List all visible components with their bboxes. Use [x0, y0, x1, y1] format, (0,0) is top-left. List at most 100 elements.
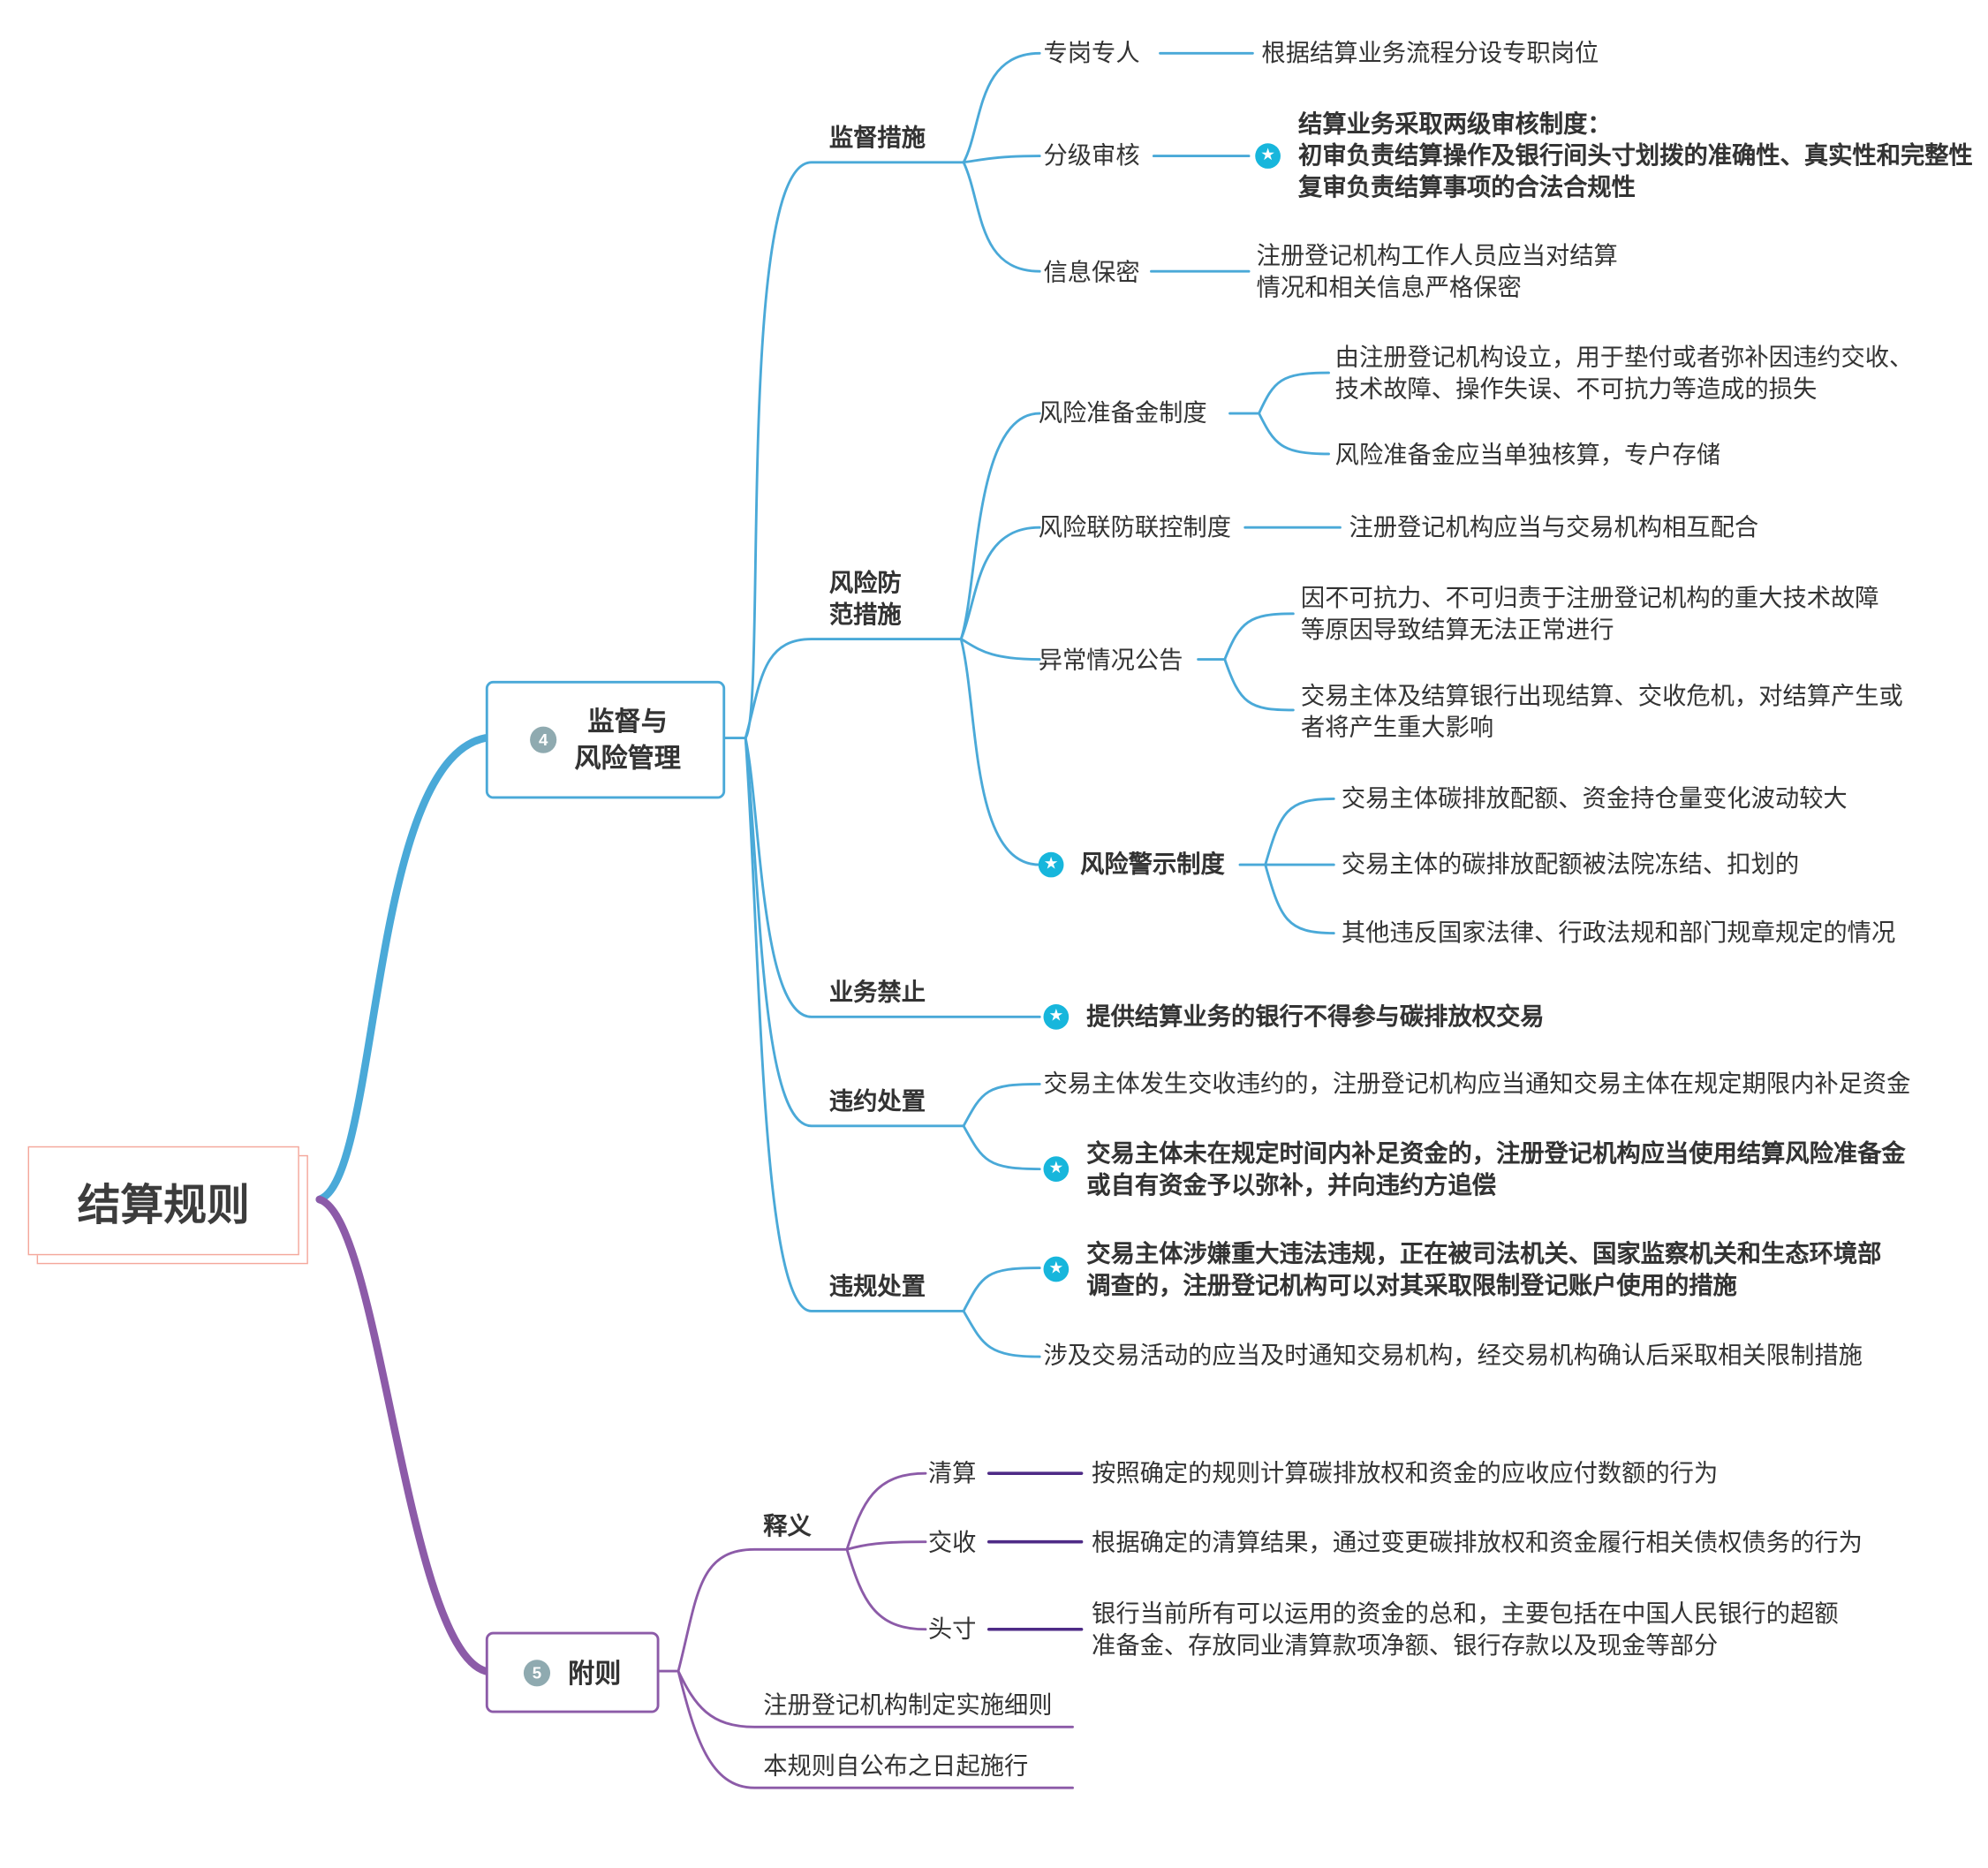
connector-default-item2	[962, 1124, 1041, 1171]
position-detail-line1: 银行当前所有可以运用的资金的总和，主要包括在中国人民银行的超额	[1092, 1601, 1839, 1629]
connector-reserve-item1	[1258, 371, 1330, 415]
abnormal-label[interactable]: 异常情况公告	[1038, 647, 1183, 675]
section5-node[interactable]: 5 附则	[485, 1631, 660, 1713]
abnormal-item2[interactable]: 交易主体及结算银行出现结算、交收危机，对结算产生或 者将产生重大影响	[1301, 681, 1903, 745]
connector-abnormal	[959, 638, 1041, 661]
root-to-section4-connector	[315, 734, 490, 1204]
default-item2-line2: 或自有资金予以弥补，并向违约方追偿	[1086, 1172, 1497, 1200]
connector-clearing	[845, 1471, 927, 1551]
star-icon: ★	[1255, 143, 1281, 169]
root-title: 结算规则	[77, 1181, 250, 1229]
star-icon: ★	[1043, 1256, 1070, 1282]
abnormal-item1-line2: 等原因导致结算无法正常进行	[1300, 617, 1614, 645]
section4-title-line1: 监督与	[587, 707, 668, 737]
abnormal-item2-line2: 者将产生重大影响	[1300, 715, 1494, 742]
connector-default-item1	[962, 1083, 1041, 1128]
secrecy-label[interactable]: 信息保密	[1043, 260, 1140, 287]
default-label[interactable]: 违约处置	[828, 1089, 926, 1116]
root-to-section5-connector	[315, 1195, 490, 1675]
connector-default	[744, 737, 965, 1128]
clearing-label[interactable]: 清算	[927, 1460, 977, 1487]
risk-label-line2: 范措施	[828, 601, 902, 630]
connector-violation-item2	[962, 1309, 1041, 1358]
default-item2[interactable]: 交易主体未在规定时间内补足资金的，注册登记机构应当使用结算风险准备金 或自有资金…	[1086, 1138, 1905, 1202]
joint-label[interactable]: 风险联防联控制度	[1038, 514, 1231, 542]
default-item1[interactable]: 交易主体发生交收违约的，注册登记机构应当通知交易主体在规定期限内补足资金	[1043, 1071, 1911, 1099]
connector-violation-item1	[962, 1267, 1041, 1312]
reserve-label[interactable]: 风险准备金制度	[1038, 400, 1207, 427]
settlement-label[interactable]: 交收	[927, 1530, 977, 1557]
connector-violation	[744, 737, 965, 1312]
prohibition-detail[interactable]: 提供结算业务的银行不得参与碳排放权交易	[1086, 1003, 1545, 1032]
connector-supervision	[744, 161, 965, 739]
section4-node[interactable]: 4 监督与 风险管理	[485, 680, 726, 799]
connector-risk	[744, 638, 963, 739]
connector-rules	[677, 1669, 1074, 1728]
supervision-label[interactable]: 监督措施	[828, 125, 926, 153]
rules-item[interactable]: 注册登记机构制定实施细则	[763, 1692, 1053, 1720]
violation-item1-line2: 调查的，注册登记机构可以对其采取限制登记账户使用的措施	[1086, 1273, 1737, 1300]
connector-warning	[959, 638, 1041, 866]
number-5-icon: 5	[523, 1659, 551, 1686]
connector-joint	[959, 526, 1041, 640]
review-label[interactable]: 分级审核	[1043, 143, 1140, 170]
review-detail[interactable]: 结算业务采取两级审核制度： 初审负责结算操作及银行间头寸划拨的准确性、真实性和完…	[1298, 109, 1973, 204]
warning-item1[interactable]: 交易主体碳排放配额、资金持仓量变化波动较大	[1341, 786, 1848, 813]
warning-item3[interactable]: 其他违反国家法律、行政法规和部门规章规定的情况	[1341, 920, 1896, 948]
violation-item1[interactable]: 交易主体涉嫌重大违法违规，正在被司法机关、国家监察机关和生态环境部 调查的，注册…	[1086, 1239, 1881, 1303]
reserve-item1-line1: 由注册登记机构设立，用于垫付或者弥补因违约交收、	[1334, 344, 1914, 372]
reserve-item1-line2: 技术故障、操作失误、不可抗力等造成的损失	[1334, 376, 1818, 404]
connector-effective	[677, 1669, 1074, 1789]
connector-reserve	[959, 412, 1041, 640]
abnormal-item2-line1: 交易主体及结算银行出现结算、交收危机，对结算产生或	[1300, 683, 1903, 710]
post-label[interactable]: 专岗专人	[1043, 40, 1140, 68]
risk-label-line1: 风险防	[828, 571, 902, 598]
connector-prohibition	[744, 737, 1041, 1018]
joint-detail[interactable]: 注册登记机构应当与交易机构相互配合	[1349, 514, 1759, 542]
review-detail-line3: 复审负责结算事项的合法合规性	[1298, 175, 1636, 202]
violation-item2[interactable]: 涉及交易活动的应当及时通知交易机构，经交易机构确认后采取相关限制措施	[1043, 1342, 1863, 1370]
connector-warning-item1	[1264, 797, 1335, 866]
settlement-detail[interactable]: 根据确定的清算结果，通过变更碳排放权和资金履行相关债权债务的行为	[1092, 1530, 1863, 1557]
position-detail[interactable]: 银行当前所有可以运用的资金的总和，主要包括在中国人民银行的超额 准备金、存放同业…	[1092, 1599, 1839, 1662]
position-label[interactable]: 头寸	[927, 1616, 977, 1644]
risk-label[interactable]: 风险防 范措施	[829, 568, 902, 631]
connector-position	[845, 1547, 927, 1631]
connector-abnormal-item2	[1223, 658, 1295, 712]
connector-post	[962, 51, 1041, 164]
connector-abnormal-item1	[1223, 612, 1295, 661]
star-icon: ★	[1043, 1003, 1070, 1030]
connector-settlement	[845, 1540, 927, 1551]
connector-warning-item3	[1264, 863, 1335, 935]
definitions-label[interactable]: 释义	[763, 1514, 812, 1541]
position-detail-line2: 准备金、存放同业清算款项净额、银行存款以及现金等部分	[1092, 1633, 1719, 1660]
review-detail-line1: 结算业务采取两级审核制度：	[1298, 111, 1612, 139]
star-icon: ★	[1043, 1156, 1070, 1182]
star-icon: ★	[1038, 851, 1064, 878]
secrecy-detail-line2: 情况和相关信息严格保密	[1256, 275, 1522, 302]
section5-title: 附则	[568, 1660, 622, 1690]
prohibition-label[interactable]: 业务禁止	[828, 979, 926, 1007]
violation-item1-line1: 交易主体涉嫌重大违法违规，正在被司法机关、国家监察机关和生态环境部	[1086, 1241, 1882, 1268]
warning-item2[interactable]: 交易主体的碳排放配额被法院冻结、扣划的	[1341, 851, 1800, 879]
clearing-detail[interactable]: 按照确定的规则计算碳排放权和资金的应收应付数额的行为	[1092, 1460, 1719, 1487]
root-node[interactable]: 结算规则	[27, 1146, 299, 1256]
connector-definitions	[677, 1547, 849, 1673]
post-detail[interactable]: 根据结算业务流程分设专职岗位	[1261, 40, 1599, 68]
effective-item[interactable]: 本规则自公布之日起施行	[763, 1753, 1029, 1781]
default-item2-line1: 交易主体未在规定时间内补足资金的，注册登记机构应当使用结算风险准备金	[1086, 1141, 1906, 1168]
reserve-item2[interactable]: 风险准备金应当单独核算，专户存储	[1334, 442, 1721, 470]
review-detail-line2: 初审负责结算操作及银行间头寸划拨的准确性、真实性和完整性	[1298, 143, 1973, 170]
number-4-icon: 4	[530, 726, 557, 753]
reserve-item1[interactable]: 由注册登记机构设立，用于垫付或者弥补因违约交收、 技术故障、操作失误、不可抗力等…	[1335, 343, 1914, 406]
violation-label[interactable]: 违规处置	[828, 1274, 926, 1301]
warning-label[interactable]: 风险警示制度	[1080, 851, 1225, 879]
abnormal-item1[interactable]: 因不可抗力、不可归责于注册登记机构的重大技术故障 等原因导致结算无法正常进行	[1301, 583, 1879, 647]
section4-title-line2: 风险管理	[574, 743, 681, 773]
connector-secrecy	[962, 161, 1041, 273]
secrecy-detail[interactable]: 注册登记机构工作人员应当对结算 情况和相关信息严格保密	[1257, 241, 1618, 305]
connector-reserve-item2	[1258, 412, 1330, 456]
connector-review	[962, 155, 1041, 164]
